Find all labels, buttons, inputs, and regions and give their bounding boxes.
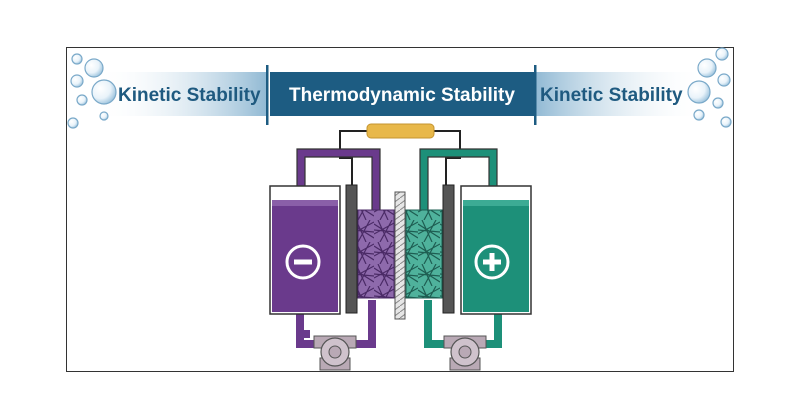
kinetic-left-band [96, 72, 268, 116]
thermodynamic-band [270, 72, 534, 116]
catholyte-felt [405, 209, 443, 299]
pump-icon-right [443, 335, 487, 371]
minus-circle-icon [285, 244, 321, 280]
kinetic-right-band [534, 72, 706, 116]
anolyte-feed-tube [352, 300, 376, 348]
pump-icon [313, 335, 357, 371]
catholyte-tank [460, 185, 532, 315]
thermodynamic-stability-label: Thermodynamic Stability [289, 85, 515, 106]
left-divider [266, 65, 269, 125]
positive-electrode [442, 184, 455, 314]
plus-circle-icon [474, 244, 510, 280]
anolyte-tank [269, 185, 341, 315]
anolyte-felt [357, 209, 395, 299]
resistor-icon [366, 123, 435, 139]
kinetic-stability-left-label: Kinetic Stability [118, 85, 261, 106]
catholyte-tubing [420, 149, 497, 220]
kinetic-stability-right-label: Kinetic Stability [540, 85, 683, 106]
catholyte-tubing-outline [419, 148, 498, 220]
negative-electrode [345, 184, 358, 314]
right-divider [534, 65, 537, 125]
stability-banner [96, 65, 706, 125]
bubble-icon [67, 47, 732, 129]
circuit-wires [339, 130, 461, 192]
anolyte-tubing-outline [296, 148, 381, 220]
anolyte-return-tube [296, 312, 318, 348]
membrane [394, 191, 406, 320]
catholyte-feed-tube [424, 300, 446, 348]
